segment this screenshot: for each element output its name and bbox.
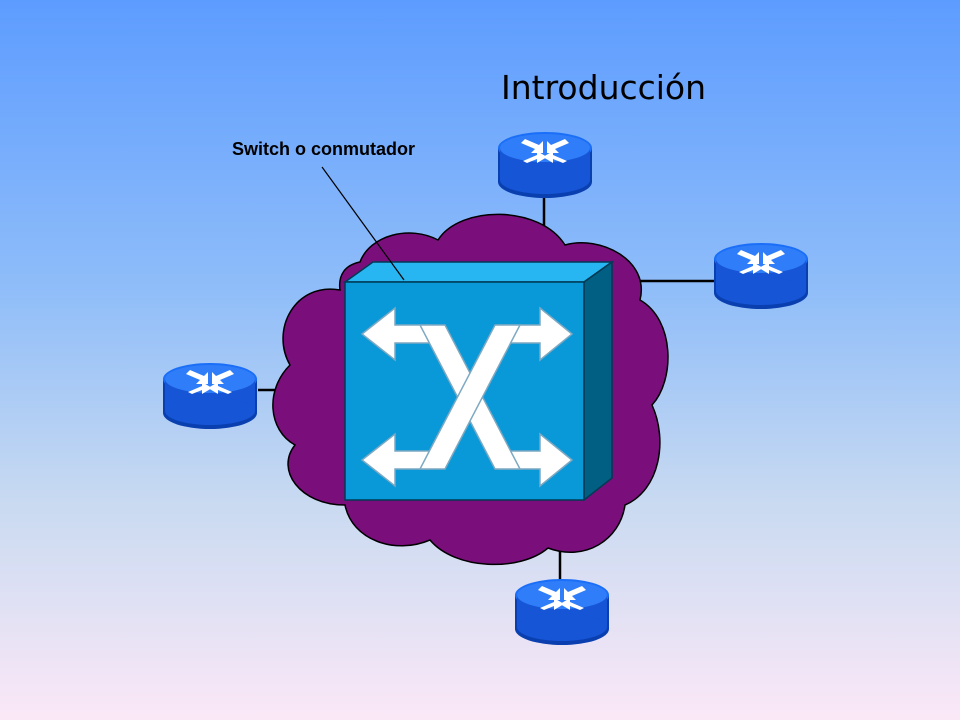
slide-title: Introducción [501,68,707,107]
switch-label: Switch o conmutador [232,139,416,159]
router-left [163,363,257,429]
router-top [498,132,592,198]
router-bottom [515,579,609,645]
switch-icon [342,260,615,502]
router-right [714,243,808,309]
label-pointer [321,166,405,281]
